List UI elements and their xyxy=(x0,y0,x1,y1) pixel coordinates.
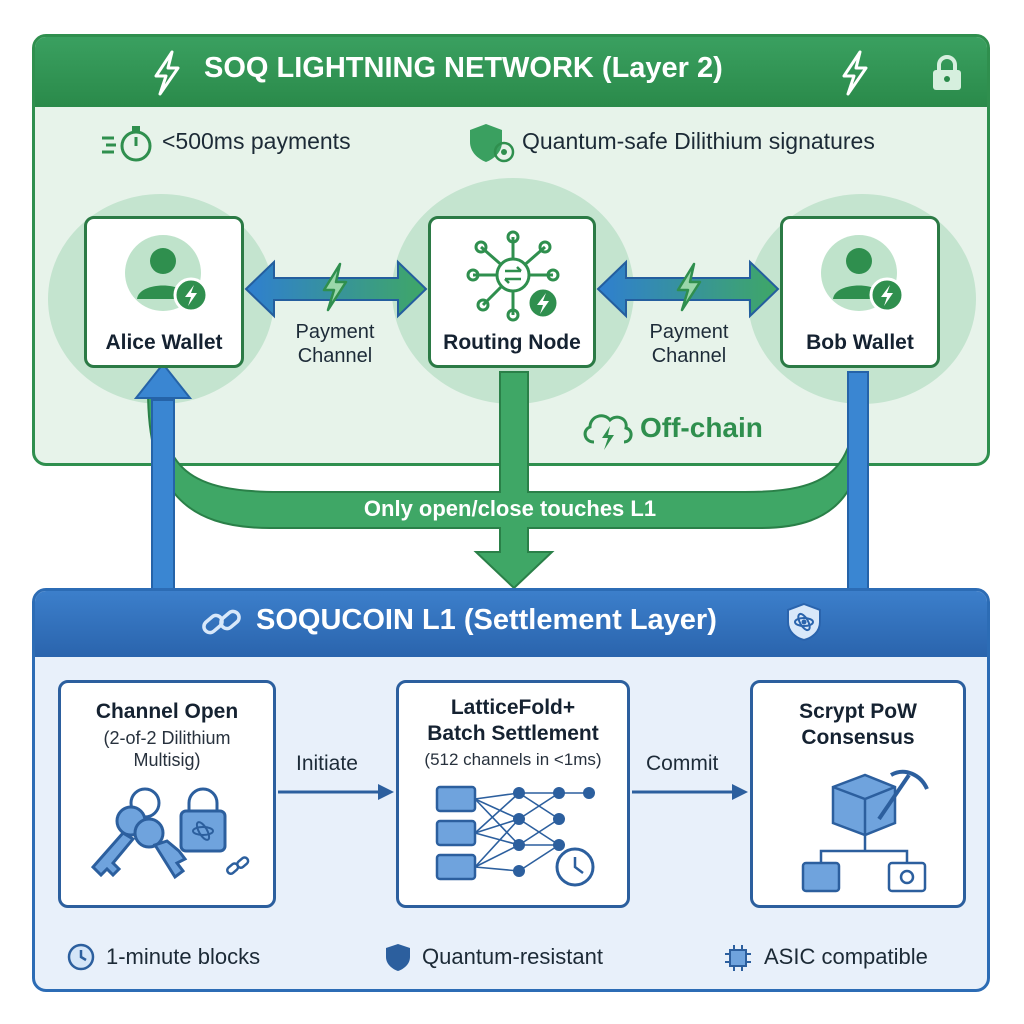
bob-wallet-node: Bob Wallet xyxy=(780,216,940,368)
cube-pickaxe-icon xyxy=(801,769,929,893)
commit-arrow xyxy=(632,784,748,800)
batch-settlement-card: LatticeFold+ Batch Settlement (512 chann… xyxy=(396,680,630,908)
user-icon xyxy=(125,235,209,313)
lightning-icon xyxy=(154,50,180,96)
payment-channel-label: Payment Channel xyxy=(649,321,729,367)
neural-batch-icon xyxy=(435,785,595,887)
user-icon xyxy=(821,235,905,313)
shield-icon xyxy=(470,124,515,163)
initiate-arrow xyxy=(278,784,394,800)
stopwatch-icon xyxy=(102,126,152,162)
lightning-icon xyxy=(842,50,868,96)
commit-label: Commit xyxy=(646,752,719,775)
chip-icon xyxy=(725,945,751,971)
layer2-title: SOQ LIGHTNING NETWORK (Layer 2) xyxy=(204,52,723,84)
lightning-icon xyxy=(676,262,702,312)
layer1-title: SOQUCOIN L1 (Settlement Layer) xyxy=(256,604,717,636)
scrypt-pow-card: Scrypt PoW Consensus xyxy=(750,680,966,908)
keys-icon xyxy=(90,787,250,880)
initiate-label: Initiate xyxy=(296,752,358,775)
layer1-header xyxy=(35,591,987,657)
chain-link-icon xyxy=(202,609,241,635)
shield-icon xyxy=(787,602,821,642)
clock-icon xyxy=(67,943,95,971)
offchain-label: Off-chain xyxy=(640,412,763,443)
bridge-label: Only open/close touches L1 xyxy=(363,496,657,521)
feature-quantum: Quantum-resistant xyxy=(422,944,603,969)
cloud-bolt-icon xyxy=(583,414,633,450)
channel-open-card: Channel Open (2-of-2 Dilithium Multisig) xyxy=(58,680,276,908)
routing-node: Routing Node xyxy=(428,216,596,368)
feature-asic: ASIC compatible xyxy=(764,944,928,969)
alice-wallet-node: Alice Wallet xyxy=(84,216,244,368)
network-icon xyxy=(466,230,560,322)
feature-latency: <500ms payments xyxy=(162,128,351,154)
payment-channel-label: Payment Channel xyxy=(295,321,375,367)
lightning-icon xyxy=(322,262,348,312)
feature-signatures: Quantum-safe Dilithium signatures xyxy=(522,128,875,154)
lock-icon xyxy=(933,55,961,90)
feature-blocks: 1-minute blocks xyxy=(106,944,261,969)
shield-icon xyxy=(386,944,410,971)
layer2-header xyxy=(35,37,987,107)
